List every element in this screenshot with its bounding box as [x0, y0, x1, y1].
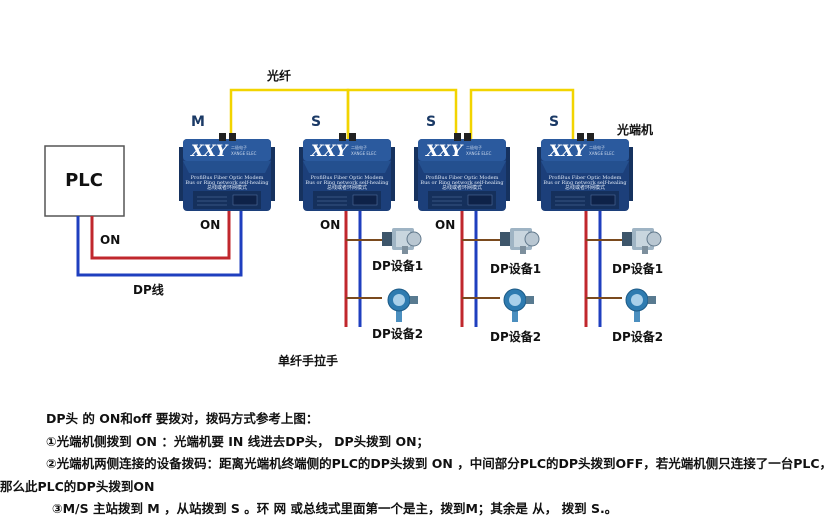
- notes-item-3: ③M/S 主站拨到 M ，从站拨到 S 。环 网 或总线式里面第一个是主，拨到M…: [52, 501, 618, 516]
- dp-device-1-label: DP设备1: [612, 261, 663, 276]
- master-slave-label: M: [191, 114, 205, 130]
- device-subtitle-cn: 总线或者环网模式: [442, 184, 482, 191]
- plc-label: PLC: [65, 170, 103, 191]
- dp-device-1-group-c: DP设备1: [612, 227, 663, 276]
- pressure-sensor-icon: [625, 288, 657, 323]
- plc-switch-label: ON: [100, 233, 120, 247]
- device-subtitle: Bus or Ring network self-healing: [420, 180, 504, 186]
- topology-caption: 单纤手拉手: [278, 353, 338, 368]
- device-subtitle-cn: 总线或者环网模式: [565, 184, 605, 191]
- brand-name-cn: 二极电子: [231, 144, 247, 150]
- brand-name-en: XANGE ELEC: [351, 151, 377, 156]
- servo-motor-icon: [621, 227, 662, 255]
- slave-bus-lines: [344, 211, 602, 327]
- master-slave-label: S: [311, 114, 321, 130]
- pressure-sensor-icon: [503, 288, 535, 323]
- brand-logo: XXY: [548, 141, 587, 160]
- device-title: ProfiBus Fiber Optic Modem: [191, 175, 264, 181]
- dp-device-2-label: DP设备2: [372, 326, 423, 341]
- device-subtitle-cn: 总线或者环网模式: [327, 184, 367, 191]
- dp-device-2-group-a: DP设备2: [372, 288, 423, 341]
- brand-name-cn: 二极电子: [351, 144, 367, 150]
- dp-switch-label: ON: [435, 218, 455, 232]
- notes-heading: DP头 的 ON和off 要拨对，拨码方式参考上图：: [46, 411, 319, 426]
- dp-device-1-group-b: DP设备1: [490, 227, 541, 276]
- dp-line-label: DP线: [133, 282, 164, 297]
- device-subtitle: Bus or Ring network self-healing: [185, 180, 269, 186]
- dp-switch-label: ON: [320, 218, 340, 232]
- brand-name-cn: 二极电子: [466, 144, 482, 150]
- servo-motor-icon: [381, 227, 422, 255]
- modem-tag-label: 光端机: [616, 122, 653, 137]
- notes-item-2: ②光端机两侧连接的设备拨码：距离光端机终端侧的PLC的DP头拨到 ON ，中间部…: [46, 456, 831, 471]
- brand-name-en: XANGE ELEC: [589, 151, 615, 156]
- notes-item-1: ①光端机侧拨到 ON ：光端机要 IN 线进去DP头， DP头拨到 ON；: [46, 433, 430, 449]
- plc-box: [44, 145, 125, 217]
- brand-name-cn: 二极电子: [589, 144, 605, 150]
- device-subtitle-cn: 总线或者环网模式: [207, 184, 247, 191]
- brand-name-en: XANGE ELEC: [466, 151, 492, 156]
- device-subtitle: Bus or Ring network self-healing: [305, 180, 389, 186]
- device-title: ProfiBus Fiber Optic Modem: [426, 175, 499, 181]
- dp-device-2-group-c: DP设备2: [612, 288, 663, 344]
- dp-device-2-label: DP设备2: [490, 329, 541, 344]
- notes-section: DP头 的 ON和off 要拨对，拨码方式参考上图： ①光端机侧拨到 ON ：光…: [0, 408, 831, 521]
- master-slave-label: S: [426, 114, 436, 130]
- fiber-optic-line: [229, 88, 575, 139]
- device-title: ProfiBus Fiber Optic Modem: [311, 175, 384, 181]
- dp-device-1-label: DP设备1: [490, 261, 541, 276]
- brand-logo: XXY: [425, 141, 464, 160]
- dp-switch-label: ON: [200, 218, 220, 232]
- servo-motor-icon: [499, 227, 540, 255]
- master-slave-label: S: [549, 114, 559, 130]
- dp-device-stubs: [346, 239, 622, 299]
- dp-device-2-label: DP设备2: [612, 329, 663, 344]
- brand-logo: XXY: [190, 141, 229, 160]
- pressure-sensor-icon: [387, 288, 419, 323]
- notes-item-2-cont: 那么此PLC的DP头拨到ON: [0, 478, 155, 494]
- device-subtitle: Bus or Ring network self-healing: [543, 180, 627, 186]
- dp-cable: [76, 211, 243, 277]
- dp-device-1-group-a: DP设备1: [372, 227, 423, 273]
- dp-device-1-label: DP设备1: [372, 258, 423, 273]
- brand-name-en: XANGE ELEC: [231, 151, 257, 156]
- brand-logo: XXY: [310, 141, 349, 160]
- fiber-label: 光纤: [266, 68, 291, 83]
- device-title: ProfiBus Fiber Optic Modem: [549, 175, 622, 181]
- dp-device-2-group-b: DP设备2: [490, 288, 541, 344]
